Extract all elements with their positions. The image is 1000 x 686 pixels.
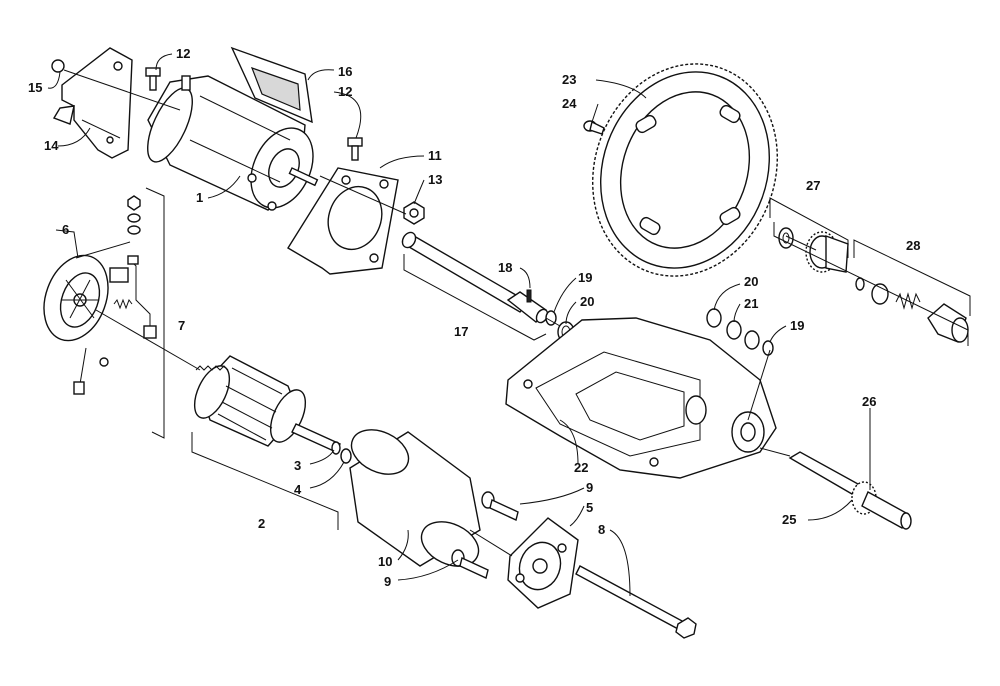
screw-24 <box>583 120 605 135</box>
ring-gear <box>592 63 778 277</box>
group-bracket-2 <box>191 432 339 530</box>
callout-4: 4 <box>294 482 302 497</box>
field-frame-yoke <box>349 429 481 567</box>
callout-7: 7 <box>178 318 185 333</box>
terminal-hardware-stack <box>127 195 141 235</box>
through-bolt <box>575 565 697 639</box>
callout-15: 15 <box>28 80 42 95</box>
armature <box>193 355 341 453</box>
washer-4 <box>340 448 352 464</box>
callout-12-middle: 12 <box>338 84 352 99</box>
washer-19-right <box>762 340 774 356</box>
assembly-centerlines <box>63 69 817 557</box>
bolt-12-middle <box>347 137 363 161</box>
mounting-bracket <box>52 47 133 159</box>
callout-12-top: 12 <box>176 46 190 61</box>
callout-labels: 15 14 12 16 12 1 11 13 6 7 18 19 20 17 2… <box>28 46 920 589</box>
bolt-15 <box>51 59 65 73</box>
screw-9-upper <box>481 491 519 521</box>
washer-20-right <box>706 308 722 328</box>
callout-13: 13 <box>428 172 442 187</box>
washer-3 <box>331 441 341 455</box>
callout-19-left: 19 <box>578 270 592 285</box>
callout-1: 1 <box>196 190 203 205</box>
callout-24: 24 <box>562 96 577 111</box>
callout-6: 6 <box>62 222 69 237</box>
callout-18: 18 <box>498 260 512 275</box>
callout-28: 28 <box>906 238 920 253</box>
callout-9-lower: 9 <box>384 574 391 589</box>
end-cap <box>507 517 579 609</box>
callout-17: 17 <box>454 324 468 339</box>
spring-cap <box>927 303 969 343</box>
callout-26: 26 <box>862 394 876 409</box>
clip-small <box>855 277 865 291</box>
nut-13 <box>403 201 425 225</box>
callout-11: 11 <box>428 148 442 163</box>
support-bracket <box>505 317 777 479</box>
callout-23: 23 <box>562 72 576 87</box>
callout-20-left: 20 <box>580 294 594 309</box>
group-bracket-7 <box>145 187 165 439</box>
callout-9-upper: 9 <box>586 480 593 495</box>
washer-20-right-2 <box>744 330 760 350</box>
drive-shaft <box>401 231 549 324</box>
callout-2: 2 <box>258 516 265 531</box>
callout-27: 27 <box>806 178 820 193</box>
callout-16: 16 <box>338 64 352 79</box>
leader-lines <box>47 53 871 597</box>
group-lines-6 <box>55 229 131 259</box>
callout-10: 10 <box>378 554 392 569</box>
mounting-gasket-plate <box>287 167 399 275</box>
output-shaft <box>788 451 912 530</box>
callout-19-right: 19 <box>790 318 804 333</box>
callout-22: 22 <box>574 460 588 475</box>
heat-shield-cover <box>230 46 313 124</box>
group-bracket-27 <box>769 197 849 258</box>
group-bracket-17 <box>403 254 547 341</box>
callout-25: 25 <box>782 512 796 527</box>
starter-motor-housing <box>147 75 319 211</box>
group-bracket-28 <box>853 239 971 316</box>
pinion-gear <box>805 231 849 273</box>
group-bracket-26 <box>773 222 969 346</box>
brush-holder-endplate <box>43 254 109 342</box>
callout-21: 21 <box>744 296 758 311</box>
callout-5: 5 <box>586 500 593 515</box>
drive-spring <box>895 292 921 310</box>
washer-21 <box>726 320 742 340</box>
callout-3: 3 <box>294 458 301 473</box>
brush-spring <box>113 298 133 310</box>
callout-14: 14 <box>44 138 59 153</box>
callout-20-right: 20 <box>744 274 758 289</box>
brush-lead-small <box>73 347 109 395</box>
brush-terminal-assembly <box>109 255 157 339</box>
callout-8: 8 <box>598 522 605 537</box>
bolt-12-top <box>145 67 161 91</box>
